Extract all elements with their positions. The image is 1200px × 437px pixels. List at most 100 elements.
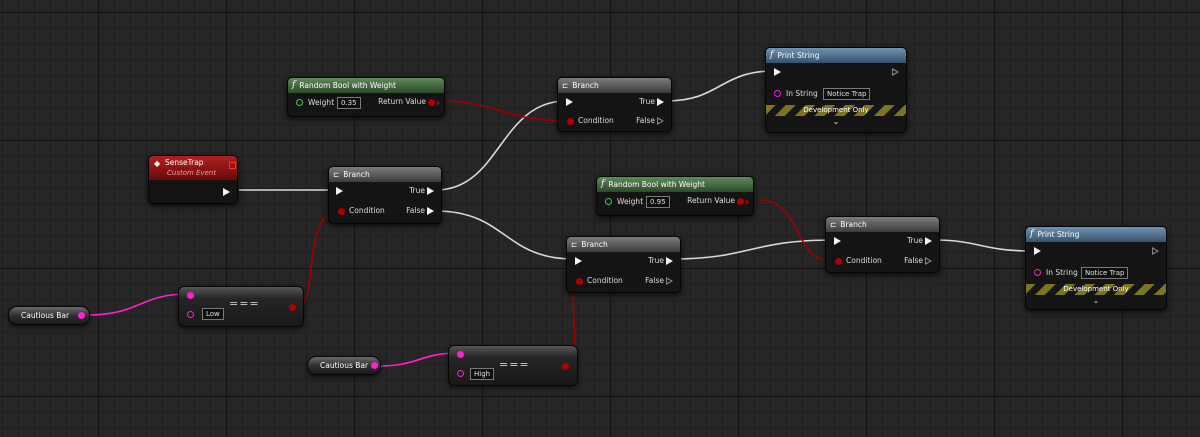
in-string-label: In String	[786, 89, 818, 98]
weight-input[interactable]: 0.35	[337, 97, 361, 109]
branch-true-label: True	[648, 256, 664, 265]
branch-exec-in-pin[interactable]	[336, 187, 343, 195]
return-value-pin[interactable]	[737, 198, 744, 205]
exec-wire-branch-right-true-to-print-2	[932, 239, 1034, 252]
branch-header: ⊏Branch	[826, 217, 939, 232]
expand-chevron-icon[interactable]: ⌄	[1092, 296, 1100, 305]
print-exec-out-pin[interactable]	[1152, 247, 1159, 255]
branch-condition-pin[interactable]	[835, 258, 842, 265]
random-bool-title: Random Bool with Weight	[299, 81, 396, 90]
branch-title: Branch	[343, 170, 370, 179]
branch-condition-pin[interactable]	[576, 278, 583, 285]
weight-pin[interactable]	[296, 99, 303, 106]
compare-a-pin[interactable]	[457, 351, 464, 358]
return-value-label: Return Value	[378, 97, 426, 106]
compare-result-pin[interactable]	[562, 363, 569, 370]
compare-value-input[interactable]: Low	[202, 308, 224, 320]
event-exec-out-pin[interactable]	[223, 188, 230, 196]
enum-wire-var-1-to-cmp-1	[86, 293, 189, 316]
branch-condition-pin[interactable]	[567, 118, 574, 125]
in-string-pin[interactable]	[1034, 269, 1041, 276]
branch-node-mid[interactable]: ⊏Branch True Condition False	[566, 236, 681, 293]
enum-equal-node-1[interactable]: Low ===	[178, 286, 304, 327]
branch-condition-pin[interactable]	[338, 208, 345, 215]
branch-true-pin[interactable]	[666, 257, 673, 265]
branch-condition-label: Condition	[587, 276, 623, 285]
branch-condition-label: Condition	[578, 116, 614, 125]
enum-equal-node-2[interactable]: High ===	[448, 345, 578, 386]
branch-title: Branch	[581, 240, 608, 249]
in-string-input[interactable]: Notice Trap	[1081, 267, 1129, 279]
expand-chevron-icon[interactable]: ⌄	[832, 117, 840, 126]
branch-node-right[interactable]: ⊏Branch True Condition False	[825, 216, 940, 273]
variable-out-pin[interactable]	[371, 362, 378, 369]
exec-wire-branch-mid-true-to-branch-right	[671, 239, 835, 260]
branch-icon: ⊏	[571, 240, 578, 249]
branch-true-pin[interactable]	[657, 98, 664, 106]
return-value-arrow-icon	[746, 199, 749, 205]
print-string-title: Print String	[1037, 230, 1080, 239]
compare-b-pin[interactable]	[457, 370, 464, 377]
branch-true-label: True	[907, 236, 923, 245]
compare-b-pin[interactable]	[187, 311, 194, 318]
branch-icon: ⊏	[333, 170, 340, 179]
branch-condition-label: Condition	[349, 206, 385, 215]
exec-wire-branch-false-to-branch-mid	[435, 210, 574, 260]
branch-exec-in-pin[interactable]	[834, 237, 841, 245]
branch-false-label: False	[904, 256, 923, 265]
cautious-bar-variable-1[interactable]: Cautious Bar	[8, 306, 90, 325]
compare-a-pin[interactable]	[187, 292, 194, 299]
compare-result-pin[interactable]	[289, 304, 296, 311]
branch-true-pin[interactable]	[427, 187, 434, 195]
branch-exec-in-pin[interactable]	[566, 98, 573, 106]
branch-header: ⊏Branch	[558, 78, 671, 93]
branch-false-pin[interactable]	[925, 257, 932, 265]
in-string-input[interactable]: Notice Trap	[823, 88, 871, 100]
branch-node-main[interactable]: ⊏Branch True Condition False	[328, 166, 442, 224]
bool-wire-random-1-to-branch-top	[437, 100, 570, 122]
event-subtitle: Custom Event	[167, 169, 217, 177]
branch-false-pin[interactable]	[427, 207, 434, 215]
branch-exec-in-pin[interactable]	[575, 257, 582, 265]
branch-false-pin[interactable]	[666, 277, 673, 285]
branch-icon: ⊏	[562, 81, 569, 90]
return-value-pin[interactable]	[428, 99, 435, 106]
development-only-bar: Development Only	[766, 105, 906, 116]
enum-wire-var-2-to-cmp-2	[376, 352, 459, 367]
print-exec-in-pin[interactable]	[1034, 247, 1041, 255]
development-only-bar: Development Only	[1026, 284, 1166, 295]
weight-pin[interactable]	[605, 198, 612, 205]
branch-header: ⊏Branch	[329, 167, 441, 182]
print-exec-out-pin[interactable]	[892, 68, 899, 76]
exec-wire-branch-true-to-branch-top	[435, 100, 567, 191]
equal-operator: ===	[229, 297, 260, 310]
branch-condition-label: Condition	[846, 256, 882, 265]
variable-label: Cautious Bar	[320, 361, 369, 370]
in-string-pin[interactable]	[774, 90, 781, 97]
exec-wire-branch-top-true-to-print-1	[665, 70, 775, 102]
event-title: SenseTrap	[165, 158, 204, 167]
branch-true-pin[interactable]	[925, 237, 932, 245]
branch-header: ⊏Branch	[567, 237, 680, 252]
branch-true-label: True	[409, 186, 425, 195]
weight-input[interactable]: 0.95	[646, 196, 670, 208]
event-diamond-icon: ◆	[154, 159, 161, 168]
print-exec-in-pin[interactable]	[774, 68, 781, 76]
branch-false-pin[interactable]	[657, 117, 664, 125]
branch-false-label: False	[406, 206, 425, 215]
compare-value-input[interactable]: High	[470, 368, 495, 380]
variable-out-pin[interactable]	[78, 312, 85, 319]
cautious-bar-variable-2[interactable]: Cautious Bar	[307, 356, 381, 375]
custom-event-node[interactable]: ◆ SenseTrap Custom Event	[148, 155, 238, 204]
branch-node-top[interactable]: ⊏Branch True Condition False	[557, 77, 672, 132]
event-delegate-pin[interactable]	[229, 162, 236, 169]
